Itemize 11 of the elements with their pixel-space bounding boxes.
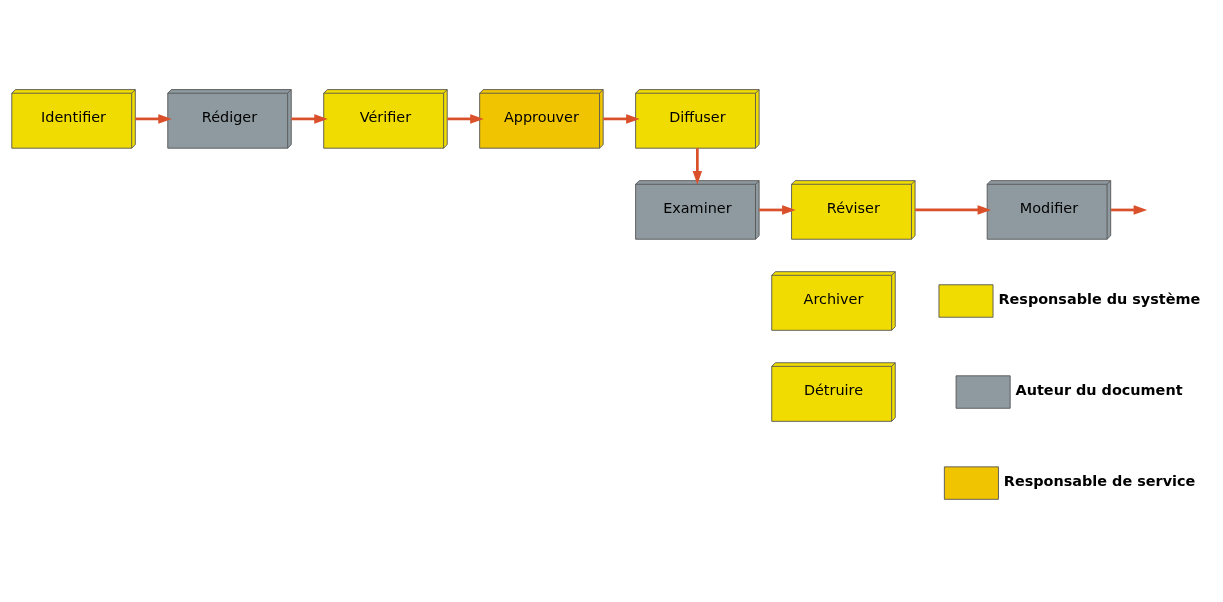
legend-label: Responsable de service xyxy=(1003,472,1196,489)
arrow xyxy=(447,114,484,124)
legend-label: Responsable du système xyxy=(998,290,1201,307)
arrow xyxy=(915,205,992,215)
legend-label: Auteur du document xyxy=(1015,381,1183,398)
arrow xyxy=(291,114,328,124)
arrow xyxy=(1111,205,1148,215)
arrow xyxy=(135,114,172,124)
arrow xyxy=(603,114,640,124)
arrow xyxy=(692,148,703,185)
arrow xyxy=(759,205,796,215)
